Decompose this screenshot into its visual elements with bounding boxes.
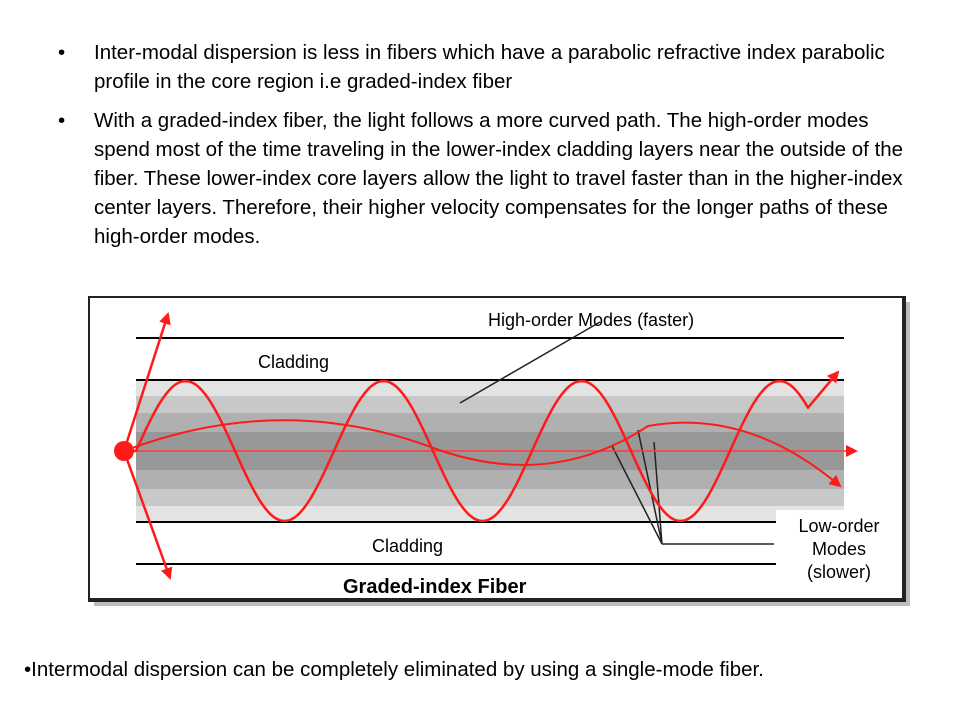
low-order-pointer bbox=[653, 441, 663, 545]
cladding-bottom-label: Cladding bbox=[372, 536, 443, 556]
bullet-marker: • bbox=[58, 109, 66, 132]
bullet-item: • With a graded-index fiber, the light f… bbox=[58, 106, 908, 251]
high-order-label: High-order Modes (faster) bbox=[488, 310, 694, 330]
low-order-label-bg bbox=[776, 510, 902, 588]
bullet-item: • Inter-modal dispersion is less in fibe… bbox=[58, 38, 908, 96]
low-order-label-line3: (slower) bbox=[807, 562, 871, 582]
low-order-ray bbox=[123, 419, 842, 488]
low-order-pointer bbox=[611, 445, 663, 545]
bullet-text: With a graded-index fiber, the light fol… bbox=[94, 109, 904, 248]
high-order-ray bbox=[124, 370, 840, 523]
light-rays bbox=[114, 312, 858, 580]
high-order-pointer bbox=[459, 321, 601, 404]
bullet-marker: • bbox=[58, 41, 66, 64]
bullet-list: • Inter-modal dispersion is less in fibe… bbox=[58, 38, 908, 261]
low-order-pointer bbox=[637, 429, 663, 545]
diagram-title: Graded-index Fiber bbox=[343, 576, 527, 598]
footer-note: •Intermodal dispersion can be completely… bbox=[24, 658, 764, 681]
cladding-top-label: Cladding bbox=[258, 352, 329, 372]
light-source bbox=[114, 441, 134, 461]
low-order-label-line2: Modes bbox=[812, 539, 866, 559]
low-order-label-line1: Low-order bbox=[798, 516, 879, 536]
fiber-diagram-svg: High-order Modes (faster) Cladding Cladd… bbox=[88, 296, 910, 606]
escaping-ray-up bbox=[122, 312, 171, 452]
escaping-ray-down bbox=[122, 450, 173, 580]
bullet-text: Inter-modal dispersion is less in fibers… bbox=[94, 41, 885, 93]
graded-index-fiber-diagram: High-order Modes (faster) Cladding Cladd… bbox=[88, 296, 910, 606]
